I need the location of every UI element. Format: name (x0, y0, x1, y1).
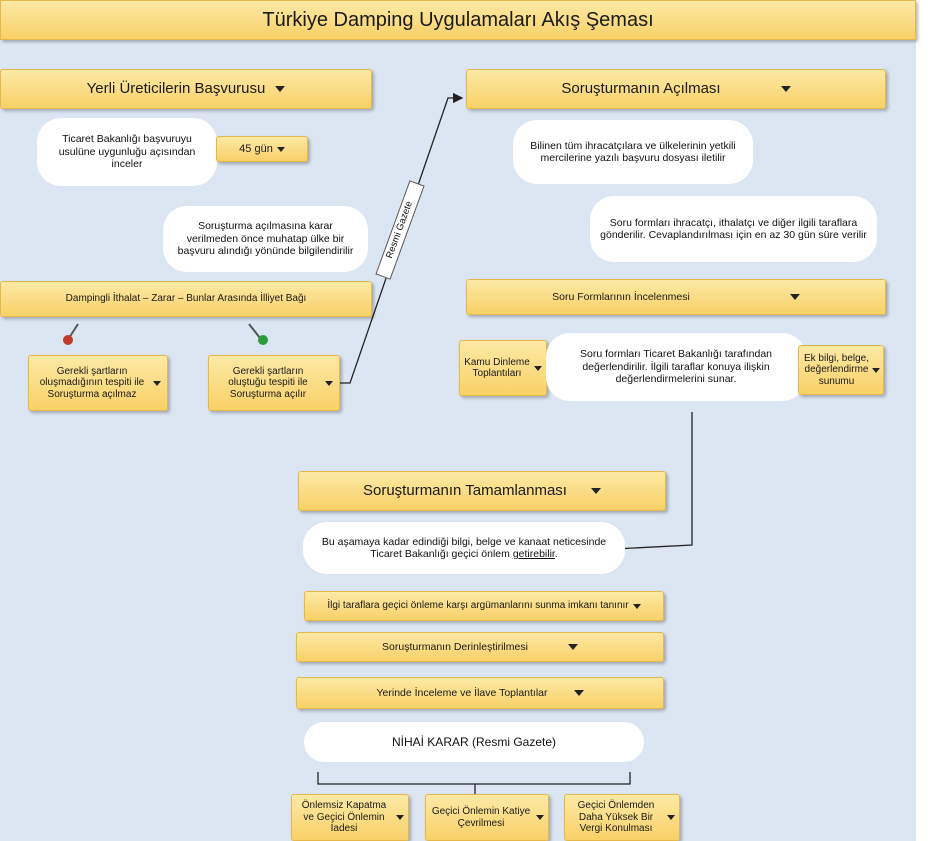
extra-info-label: Ek bilgi, belge, değerlendirme sunumu (803, 352, 870, 387)
chevron-down-icon[interactable] (632, 603, 641, 609)
forms-review-box[interactable]: Soru Formlarının İncelenmesi (466, 279, 886, 315)
forms-evaluated-text: Soru formları Ticaret Bakanlığı tarafınd… (579, 348, 772, 386)
arguments-label: İlgi taraflara geçici önleme karşı argüm… (327, 600, 629, 612)
chevron-down-icon[interactable] (789, 294, 800, 300)
provisional-measure-pre: Bu aşamaya kadar edindiği bilgi, belge v… (321, 535, 607, 560)
investigation-not-opened-label: Gerekli şartların oluşmadığının tespiti … (39, 365, 145, 400)
days-45-label: 45 gün (239, 142, 273, 155)
public-hearing-label: Kamu Dinleme Toplantıları (464, 356, 530, 380)
chevron-down-icon[interactable] (276, 146, 285, 152)
header-domestic-application[interactable]: Yerli Üreticilerin Başvurusu (0, 69, 372, 109)
deepening-box[interactable]: Soruşturmanın Derinleştirilmesi (296, 632, 664, 662)
outcome-close-label: Önlemsiz Kapatma ve Geçici Önlemin İades… (301, 800, 387, 835)
red-pin-icon (63, 323, 79, 345)
provisional-measure-post: . (554, 548, 558, 560)
chevron-down-icon[interactable] (872, 367, 880, 373)
page-title-text: Türkiye Damping Uygulamaları Akış Şeması (262, 8, 654, 31)
chevron-down-icon[interactable] (153, 380, 161, 386)
chevron-down-icon[interactable] (536, 815, 544, 820)
chevron-down-icon[interactable] (573, 690, 584, 696)
chevron-down-icon[interactable] (590, 488, 601, 494)
onsite-inspection-box[interactable]: Yerinde İnceleme ve İlave Toplantılar (296, 677, 664, 709)
outcome-definitive-box[interactable]: Geçici Önlemin Katiye Çevrilmesi (425, 794, 549, 841)
causality-label: Dampingli İthalat – Zarar – Bunlar Arası… (65, 293, 307, 305)
forms-sent-text: Soru formları ihracatçı, ithalatçı ve di… (600, 216, 867, 241)
diagram-canvas: Türkiye Damping Uygulamaları Akış Şeması… (0, 0, 916, 841)
page-title: Türkiye Damping Uygulamaları Akış Şeması (0, 0, 916, 40)
header-investigation-opening-label: Soruşturmanın Açılması (561, 80, 721, 98)
provisional-measure-note: Bu aşamaya kadar edindiği bilgi, belge v… (303, 522, 625, 574)
investigation-opened-label: Gerekli şartların oluştuğu tespiti ile S… (228, 365, 308, 400)
extra-info-box[interactable]: Ek bilgi, belge, değerlendirme sunumu (798, 345, 884, 395)
connector-final-decision-bracket (317, 772, 631, 794)
ministry-review-text: Ticaret Bakanlığı başvuruyu usulüne uygu… (58, 133, 196, 171)
chevron-down-icon[interactable] (567, 644, 578, 650)
forms-review-label: Soru Formlarının İncelenmesi (552, 290, 690, 303)
chevron-down-icon[interactable] (780, 86, 791, 92)
header-domestic-application-label: Yerli Üreticilerin Başvurusu (86, 80, 266, 98)
arguments-box[interactable]: İlgi taraflara geçici önleme karşı argüm… (304, 591, 664, 621)
header-investigation-completion-label: Soruşturmanın Tamamlanması (363, 482, 567, 500)
notify-country-note: Soruşturma açılmasına karar verilmeden ö… (163, 206, 368, 272)
ministry-review-note: Ticaret Bakanlığı başvuruyu usulüne uygu… (37, 118, 217, 186)
deepening-label: Soruşturmanın Derinleştirilmesi (382, 640, 528, 653)
public-hearing-box[interactable]: Kamu Dinleme Toplantıları (459, 340, 547, 396)
provisional-measure-link: getirebilir (512, 548, 555, 560)
outcome-close-box[interactable]: Önlemsiz Kapatma ve Geçici Önlemin İades… (291, 794, 409, 841)
investigation-not-opened-box[interactable]: Gerekli şartların oluşmadığının tespiti … (28, 355, 168, 411)
final-decision-text: NİHAİ KARAR (Resmi Gazete) (391, 734, 557, 749)
chevron-down-icon[interactable] (325, 380, 333, 386)
file-sent-text: Bilinen tüm ihracatçılara ve ülkelerinin… (530, 139, 736, 164)
header-investigation-completion[interactable]: Soruşturmanın Tamamlanması (298, 471, 666, 511)
days-45-box[interactable]: 45 gün (216, 136, 308, 162)
outcome-higher-duty-box[interactable]: Geçici Önlemden Daha Yüksek Bir Vergi Ko… (564, 794, 680, 841)
provisional-measure-text: Bu aşamaya kadar edindiği bilgi, belge v… (315, 536, 613, 561)
outcome-definitive-label: Geçici Önlemin Katiye Çevrilmesi (431, 806, 531, 829)
file-sent-note: Bilinen tüm ihracatçılara ve ülkelerinin… (513, 120, 753, 184)
header-investigation-opening[interactable]: Soruşturmanın Açılması (466, 69, 886, 109)
chevron-down-icon[interactable] (396, 815, 404, 820)
chevron-down-icon[interactable] (667, 815, 675, 820)
final-decision-note: NİHAİ KARAR (Resmi Gazete) (304, 722, 644, 762)
chevron-down-icon[interactable] (534, 365, 542, 371)
green-pin-icon (248, 323, 268, 345)
connector-evaluation-to-provisional (613, 412, 693, 554)
causality-box: Dampingli İthalat – Zarar – Bunlar Arası… (0, 281, 372, 317)
onsite-inspection-label: Yerinde İnceleme ve İlave Toplantılar (376, 686, 548, 699)
chevron-down-icon[interactable] (275, 86, 286, 92)
investigation-opened-box[interactable]: Gerekli şartların oluştuğu tespiti ile S… (208, 355, 340, 411)
outcome-higher-duty-label: Geçici Önlemden Daha Yüksek Bir Vergi Ko… (577, 800, 655, 835)
notify-country-text: Soruşturma açılmasına karar verilmeden ö… (177, 220, 354, 258)
forms-sent-note: Soru formları ihracatçı, ithalatçı ve di… (590, 196, 877, 262)
forms-evaluated-note: Soru formları Ticaret Bakanlığı tarafınd… (546, 333, 806, 401)
